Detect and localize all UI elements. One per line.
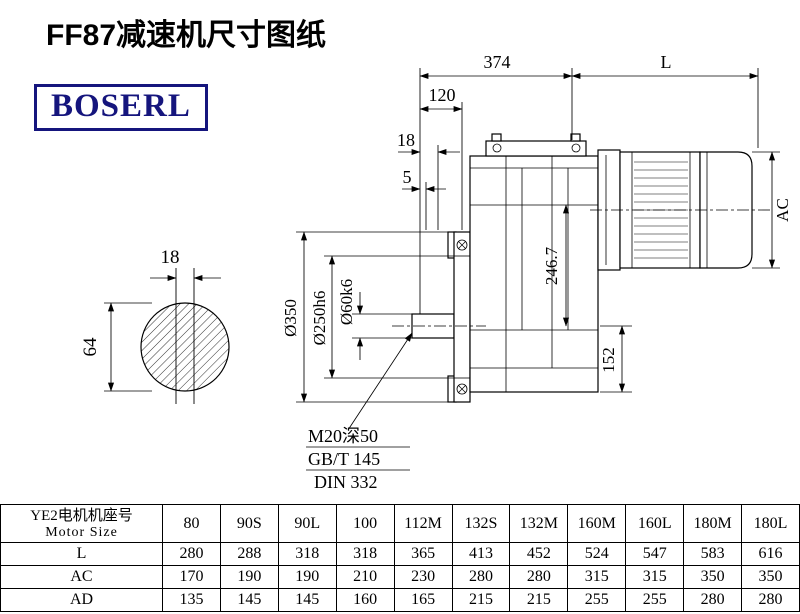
column-header-100: 100 bbox=[335, 504, 395, 543]
dimension-value-cell: 255 bbox=[625, 588, 685, 612]
dimension-value-cell: 524 bbox=[567, 542, 627, 566]
dimension-value-cell: 583 bbox=[683, 542, 743, 566]
dimension-value-cell: 190 bbox=[277, 565, 337, 589]
dimension-value-cell: 145 bbox=[219, 588, 279, 612]
dimension-value-cell: 365 bbox=[393, 542, 453, 566]
dimension-value-cell: 190 bbox=[219, 565, 279, 589]
page-title: FF87减速机尺寸图纸 bbox=[46, 19, 327, 52]
dimension-value-cell: 315 bbox=[625, 565, 685, 589]
flange-bolt-hole bbox=[456, 239, 468, 251]
dim-18-label: 18 bbox=[397, 130, 415, 150]
motor-fins bbox=[634, 161, 688, 259]
shaft-section-view bbox=[140, 268, 230, 404]
column-header-160L: 160L bbox=[625, 504, 685, 543]
table-header-label: YE2电机机座号 Motor Size bbox=[0, 504, 163, 543]
dimension-value-cell: 350 bbox=[683, 565, 743, 589]
dimension-value-cell: 210 bbox=[335, 565, 395, 589]
dimension-value-cell: 255 bbox=[567, 588, 627, 612]
dimension-value-cell: 280 bbox=[509, 565, 569, 589]
dimension-value-cell: 318 bbox=[277, 542, 337, 566]
dimension-value-cell: 135 bbox=[162, 588, 221, 612]
centerlines bbox=[392, 209, 772, 327]
dimension-value-cell: 350 bbox=[741, 565, 800, 589]
column-header-180M: 180M bbox=[683, 504, 743, 543]
row-label-L: L bbox=[0, 542, 163, 566]
column-header-180L: 180L bbox=[741, 504, 800, 543]
column-header-90S: 90S bbox=[219, 504, 279, 543]
dimension-value-cell: 413 bbox=[451, 542, 511, 566]
shaft-section-circle bbox=[140, 302, 230, 392]
dim-shaft-height-label: 64 bbox=[80, 337, 101, 357]
dimension-value-cell: 230 bbox=[393, 565, 453, 589]
dimension-value-cell: 145 bbox=[277, 588, 337, 612]
dim-AC-label: AC bbox=[773, 198, 792, 222]
column-header-90L: 90L bbox=[277, 504, 337, 543]
column-header-160M: 160M bbox=[567, 504, 627, 543]
dimension-value-cell: 616 bbox=[741, 542, 800, 566]
gearbox-side-view bbox=[411, 133, 753, 403]
technical-drawing: 18 64 bbox=[80, 52, 792, 492]
output-flange bbox=[453, 231, 471, 403]
dimension-value-cell: 215 bbox=[451, 588, 511, 612]
dim-246-7-label: 246.7 bbox=[542, 246, 561, 285]
dimension-value-cell: 215 bbox=[509, 588, 569, 612]
note-din-standard: DIN 332 bbox=[314, 472, 378, 492]
dim-60k6-label: Ø60k6 bbox=[337, 279, 356, 325]
dimension-value-cell: 547 bbox=[625, 542, 685, 566]
dim-5-label: 5 bbox=[403, 167, 412, 187]
row-label-AC: AC bbox=[0, 565, 163, 589]
dimension-lines bbox=[296, 68, 780, 471]
column-header-132M: 132M bbox=[509, 504, 569, 543]
note-gb-standard: GB/T 145 bbox=[308, 449, 380, 469]
dim-350-label: Ø350 bbox=[281, 299, 300, 337]
table-header-label-en: Motor Size bbox=[45, 524, 118, 540]
bolt-head bbox=[570, 133, 581, 142]
dim-120-label: 120 bbox=[429, 85, 456, 105]
dim-152-label: 152 bbox=[599, 347, 618, 373]
note-tapped-hole: M20深50 bbox=[308, 426, 378, 446]
column-header-80: 80 bbox=[162, 504, 221, 543]
dimension-value-cell: 452 bbox=[509, 542, 569, 566]
dimension-value-cell: 318 bbox=[335, 542, 395, 566]
dimension-value-cell: 165 bbox=[393, 588, 453, 612]
housing-top-cap bbox=[485, 140, 587, 157]
dim-L-label: L bbox=[661, 52, 672, 72]
dim-key-width-label: 18 bbox=[161, 247, 180, 268]
column-header-132S: 132S bbox=[451, 504, 511, 543]
gear-housing bbox=[469, 155, 599, 393]
cap-bolt bbox=[492, 143, 502, 153]
cap-bolt bbox=[571, 143, 581, 153]
dimension-value-cell: 280 bbox=[741, 588, 800, 612]
dimension-value-cell: 315 bbox=[567, 565, 627, 589]
shaft-section-dimensions bbox=[104, 274, 221, 392]
bolt-head bbox=[491, 133, 502, 142]
dimension-value-cell: 160 bbox=[335, 588, 395, 612]
column-header-112M: 112M bbox=[393, 504, 453, 543]
dimension-value-cell: 280 bbox=[451, 565, 511, 589]
table-header-label-cn: YE2电机机座号 bbox=[30, 507, 133, 524]
brand-logo: BOSERL bbox=[34, 84, 208, 131]
dimension-value-cell: 170 bbox=[162, 565, 221, 589]
dimension-value-cell: 288 bbox=[219, 542, 279, 566]
dimension-value-cell: 280 bbox=[162, 542, 221, 566]
row-label-AD: AD bbox=[0, 588, 163, 612]
dim-374-label: 374 bbox=[484, 52, 511, 72]
flange-bolt-hole bbox=[456, 383, 468, 395]
brand-logo-text: BOSERL bbox=[51, 88, 191, 124]
dim-250h6-label: Ø250h6 bbox=[310, 291, 329, 346]
dimension-value-cell: 280 bbox=[683, 588, 743, 612]
